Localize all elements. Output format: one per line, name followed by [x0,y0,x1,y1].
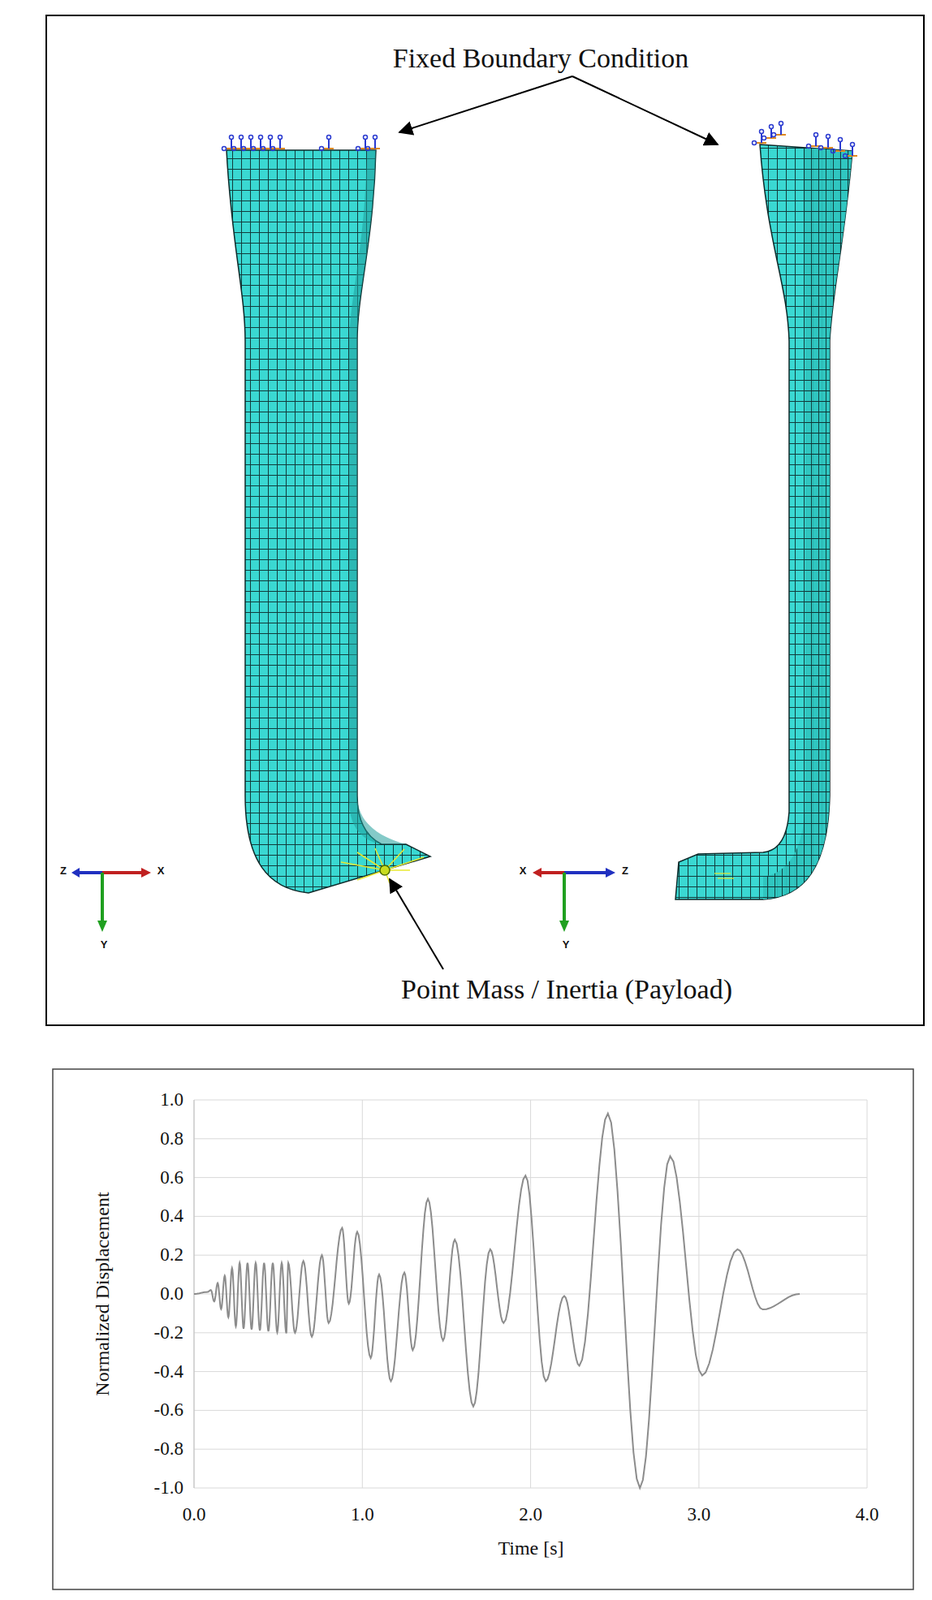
displacement-curve [194,1113,800,1489]
leader-arrow [572,76,718,145]
tick-label: 3.0 [686,1504,711,1525]
tick-label: 0.0 [182,1504,207,1525]
axis-label: Y [562,939,570,951]
tick-label: -1.0 [154,1477,184,1498]
tick-label: 1.0 [159,1089,184,1110]
tick-label: 0.0 [159,1283,184,1304]
top-frame [46,15,924,1026]
leader-arrow [399,76,573,133]
axis-title: Time [s] [497,1537,564,1559]
tick-label: -0.6 [154,1400,184,1421]
axis-triad [71,867,152,932]
chart-grid [194,1100,868,1489]
axis-label: X [157,865,165,877]
axis-triad [532,867,616,932]
tick-label: 0.8 [159,1128,184,1149]
axis-label: Z [60,865,67,877]
leader-arrow [389,879,444,970]
axis-title: Normalized Displacement [91,1191,113,1396]
axis-label: Y [100,939,108,951]
axis-label: Z [621,865,629,877]
chart-frame [52,1069,914,1590]
tick-label: 4.0 [855,1504,880,1525]
tick-label: 1.0 [350,1504,375,1525]
tick-label: -0.8 [154,1439,184,1460]
callout-text: Point Mass / Inertia (Payload) [401,974,733,1005]
tick-label: -0.4 [154,1361,184,1382]
right-bracket-mesh [675,121,858,901]
left-bracket-mesh [222,135,432,894]
axis-label: X [519,865,527,877]
tick-label: 0.6 [159,1167,184,1188]
tick-label: 2.0 [518,1504,543,1525]
tick-label: 0.2 [159,1245,184,1266]
tick-label: 0.4 [159,1206,184,1227]
callout-text: Fixed Boundary Condition [392,43,690,74]
tick-label: -0.2 [154,1322,184,1343]
